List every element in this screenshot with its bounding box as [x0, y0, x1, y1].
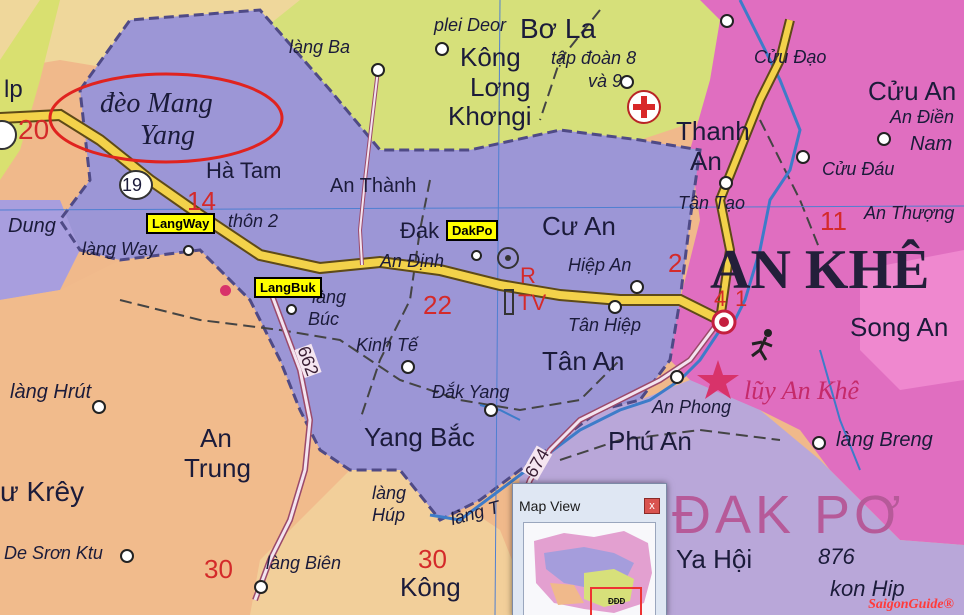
label-an-phong: An Phong: [652, 397, 732, 417]
poi-kinh-te[interactable]: [401, 360, 415, 374]
label-dung: Dung: [8, 215, 56, 237]
label-an-trung-1: An: [200, 423, 232, 453]
poi-lang-buc[interactable]: [286, 304, 297, 315]
label-an-dien: An Điền: [890, 107, 955, 127]
marker-dakpo[interactable]: DakPo: [446, 220, 499, 241]
poi-an-phong[interactable]: [670, 370, 684, 384]
label-nam: Nam: [910, 133, 953, 155]
map-view-window[interactable]: Map View x ĐĐĐ: [512, 483, 667, 615]
poi-cuu-dau[interactable]: [796, 150, 810, 164]
label-plei-deor: plei Deor: [434, 15, 507, 35]
label-kon-hip: kon Hip: [830, 576, 905, 601]
label-lang-bien: làng Biên: [266, 553, 342, 573]
poi-lang-hrut[interactable]: [92, 400, 106, 414]
poi-kong-long[interactable]: [435, 42, 449, 56]
label-ha-tam: Hà Tam: [206, 158, 282, 183]
label-tv: TV: [518, 290, 547, 315]
label-lang-way: làng Way: [82, 239, 157, 259]
poi-tan-hiep[interactable]: [608, 300, 622, 314]
label-song-an: Song An: [850, 312, 949, 342]
number-22-label: 22: [423, 290, 452, 320]
poi-de-sron-ktu[interactable]: [120, 549, 134, 563]
label-long: Lơng: [470, 72, 531, 102]
label-va-9: và 9: [588, 71, 623, 91]
label-an: An: [690, 146, 722, 176]
number-30b-label: 30: [418, 544, 447, 574]
credit-watermark: SaigonGuide®: [868, 597, 954, 612]
label-thanh: Thanh: [676, 116, 750, 146]
poi-cuu-dao[interactable]: [720, 14, 734, 28]
poi-lang-way[interactable]: [183, 245, 194, 256]
poi-an-dien[interactable]: [877, 132, 891, 146]
label-ya-hoi: Ya Hội: [676, 544, 753, 574]
poi-an-dinh[interactable]: [471, 250, 482, 261]
route-20-label: 20: [18, 114, 50, 145]
label-cuu-dau: Cửu Đáu: [822, 159, 895, 179]
label-cuu-an: Cửu An: [868, 76, 957, 106]
marker-langbuk[interactable]: LangBuk: [254, 277, 322, 298]
label-an-thanh: An Thành: [330, 175, 417, 197]
map-view-frame[interactable]: [590, 587, 642, 615]
label-an-khe: AN KHÊ: [710, 239, 930, 301]
poi-thanh-an[interactable]: [719, 176, 733, 190]
map-view-title: Map View: [519, 498, 581, 514]
label-tan-an: Tân An: [542, 346, 625, 376]
label-lang-hrut: làng Hrút: [10, 381, 92, 403]
label-lang-hup-2: Húp: [372, 505, 406, 525]
label-kong-bottom: Kông: [400, 572, 461, 602]
number-14-label: 14: [187, 186, 216, 216]
label-u-krey: ư Krêy: [0, 476, 85, 507]
label-luy-an-khe: lũy An Khê: [744, 376, 860, 405]
label-phu-an: Phú An: [608, 426, 692, 456]
number-30a-label: 30: [204, 554, 233, 584]
label-elevation-876: 876: [818, 544, 855, 569]
poi-lang-bien[interactable]: [254, 580, 268, 594]
label-an-dinh: An Định: [380, 251, 445, 271]
label-dak-po: ĐAK PƠ: [672, 485, 905, 545]
label-an-thuong: An Thượng: [864, 203, 955, 223]
label-kong: Kông: [460, 42, 521, 72]
close-icon[interactable]: x: [644, 498, 660, 514]
label-tap-doan-8: tập đoàn 8: [551, 48, 637, 68]
poi-dak-yang[interactable]: [484, 403, 498, 417]
label-lp-partial: lp: [4, 76, 23, 103]
label-lang-hup-1: làng: [372, 483, 407, 503]
label-cuu-dao: Cửu Đạo: [754, 47, 827, 67]
label-cu-an: Cư An: [542, 211, 616, 241]
poi-hiep-an[interactable]: [630, 280, 644, 294]
label-lang-ba: làng Ba: [289, 37, 351, 57]
label-deo-mang: đèo Mang: [100, 88, 213, 119]
label-lang-breng: làng Breng: [836, 429, 933, 451]
label-r: R: [520, 263, 536, 288]
label-bo-la: Bơ La: [520, 13, 596, 44]
label-khongi: Khơngi: [448, 101, 532, 131]
poi-lang-breng[interactable]: [812, 436, 826, 450]
label-yang-bac: Yang Bắc: [364, 422, 475, 452]
label-kinh-te: Kinh Tế: [356, 335, 419, 355]
map-view-overview[interactable]: ĐĐĐ: [523, 522, 656, 615]
label-tan-tao: Tân Tạo: [678, 193, 746, 213]
label-de-sron-ktu: De Srơn Ktu: [4, 543, 103, 563]
number-2-label: 2: [668, 248, 683, 278]
label-hiep-an: Hiệp An: [568, 255, 632, 275]
number-1-label: 1: [735, 286, 748, 311]
number-11-label: 11: [820, 206, 847, 236]
route-19-label: 19: [122, 175, 143, 195]
label-thon-2: thôn 2: [228, 211, 279, 231]
label-buc: Búc: [308, 309, 340, 329]
label-tan-hiep: Tân Hiệp: [568, 315, 642, 335]
poi-pink-dot[interactable]: [220, 285, 231, 296]
poi-lang-ba[interactable]: [371, 63, 385, 77]
label-an-trung-2: Trung: [184, 453, 251, 483]
number-4-label: 4: [714, 286, 727, 311]
label-yang: Yang: [140, 120, 196, 151]
map-view-frame-label: ĐĐĐ: [608, 597, 626, 606]
marker-langway[interactable]: LangWay: [146, 213, 216, 234]
label-dak-yang: Đắk Yang: [432, 382, 510, 402]
poi-tap-doan[interactable]: [620, 75, 634, 89]
label-dak: Đak: [400, 218, 440, 243]
